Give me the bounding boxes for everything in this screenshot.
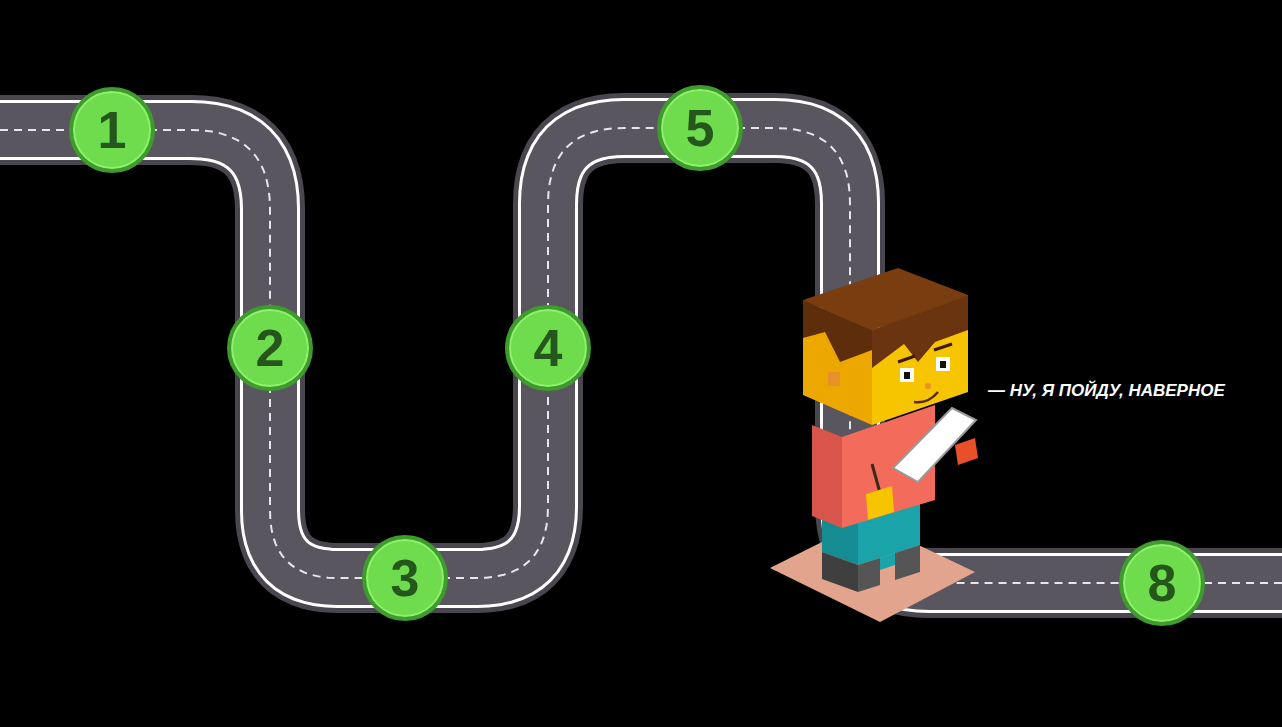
hand (955, 438, 978, 465)
pupil (904, 372, 910, 379)
road-center (135, 130, 270, 325)
number-circle: 2 (227, 305, 313, 391)
road-asphalt (548, 128, 677, 325)
road-asphalt (135, 130, 270, 325)
smile (914, 392, 938, 402)
shoe (895, 545, 920, 580)
road-asphalt (0, 130, 1282, 583)
road-line (723, 128, 1139, 583)
callout-number: 1 (98, 104, 127, 156)
road-edge (428, 371, 548, 578)
road-edge (0, 130, 1282, 583)
hand (866, 486, 894, 520)
eyebrow (898, 356, 915, 362)
number-circle: 8 (1119, 540, 1205, 626)
road-center (270, 371, 382, 578)
road-asphalt (428, 371, 548, 578)
number-circle: 1 (69, 87, 155, 173)
number-circle: 5 (657, 85, 743, 171)
road-connector (723, 128, 1139, 583)
number-circle: 4 (505, 305, 591, 391)
road-edge (723, 128, 1139, 583)
road-line (548, 128, 677, 325)
road-stubs (0, 130, 1282, 583)
road-line (135, 130, 270, 325)
shoe (858, 558, 880, 592)
ear (828, 372, 840, 386)
road-center (723, 128, 1139, 583)
road-connector (270, 371, 382, 578)
road-asphalt (270, 371, 382, 578)
road-edge (548, 128, 677, 325)
callout-number: 5 (686, 102, 715, 154)
hair-front (872, 295, 968, 368)
torso-side (812, 425, 842, 528)
pupil (940, 361, 946, 368)
callout-number: 8 (1148, 557, 1177, 609)
road-line (428, 371, 548, 578)
speech-text: — НУ, Я ПОЙДУ, НАВЕРНОЕ (988, 381, 1225, 401)
road-connector (428, 371, 548, 578)
hair-side (803, 300, 872, 362)
road-edge (135, 130, 270, 325)
road-line (0, 130, 1282, 583)
road-center (428, 371, 548, 578)
road-asphalt (723, 128, 1139, 583)
connector-layer (135, 128, 1139, 583)
road-edge (270, 371, 382, 578)
callout-number: 3 (391, 552, 420, 604)
road-line (270, 371, 382, 578)
callout-number: 2 (256, 322, 285, 374)
nose (925, 383, 931, 389)
shoe (822, 552, 858, 592)
road-connector (548, 128, 677, 325)
road-connector (135, 130, 270, 325)
number-circle: 3 (362, 535, 448, 621)
road-center (0, 130, 1282, 583)
eyebrow (934, 344, 952, 350)
leg (880, 553, 895, 570)
callout-number: 4 (534, 322, 563, 374)
eye (900, 368, 914, 382)
eye (936, 357, 950, 371)
road-center (548, 128, 677, 325)
